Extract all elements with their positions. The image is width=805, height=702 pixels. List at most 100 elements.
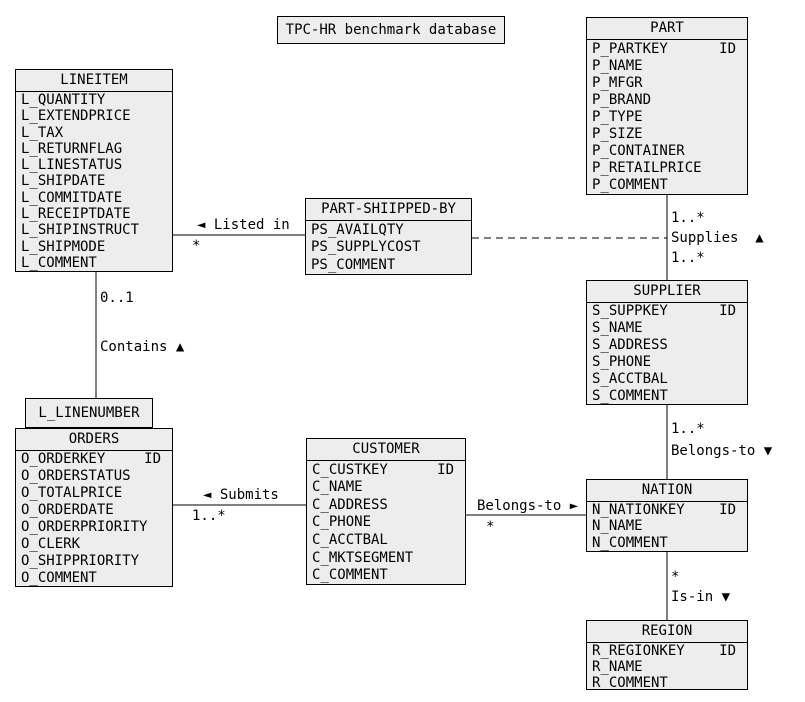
primary-key-tag: ID [719, 643, 736, 659]
attribute-row-key: R_REGIONKEY ID [587, 643, 747, 659]
attribute-row: C_ACCTBAL [312, 532, 388, 549]
primary-key-tag: ID [719, 40, 736, 57]
relationship-label-belongs-to-supplier: Belongs-to ▼ [671, 443, 773, 459]
attribute-row: O_CLERK [21, 535, 81, 552]
attribute-row: P_MFGR [592, 74, 643, 91]
attribute-row: O_TOTALPRICE [21, 485, 123, 502]
diagram-title: TPC-HR benchmark database [277, 16, 505, 44]
attribute-row: R_COMMENT [592, 675, 668, 690]
attribute-row: L_QUANTITY [21, 92, 106, 109]
attribute-name: O_ORDERKEY [21, 451, 106, 468]
attribute-row-key: S_SUPPKEY ID [587, 303, 747, 319]
attribute-row: O_ORDERDATE [21, 502, 114, 519]
attribute-row: R_NAME [592, 659, 643, 675]
entity-part-attributes: P_PARTKEY ID P_NAME P_MFGR P_BRAND P_TYP… [587, 40, 747, 194]
attribute-row: C_COMMENT [312, 567, 388, 584]
entity-part-title: PART [587, 18, 747, 40]
attribute-row: P_CONTAINER [592, 143, 685, 160]
attribute-row: P_RETAILPRICE [592, 160, 702, 177]
relationship-label-listed-in: ◄ Listed in [197, 217, 290, 233]
relationship-label-submits: ◄ Submits [203, 487, 279, 503]
attribute-row: L_LINESTATUS [21, 157, 123, 174]
entity-region-attributes: R_REGIONKEY ID R_NAME R_COMMENT [587, 643, 747, 689]
attribute-row: N_NAME [592, 518, 643, 535]
attribute-name: P_PARTKEY [592, 40, 668, 57]
attribute-row: L_RETURNFLAG [21, 140, 123, 157]
attribute-row: C_NAME [312, 479, 363, 496]
primary-key-tag: ID [719, 502, 736, 519]
primary-key-tag: ID [719, 303, 736, 320]
attribute-row: P_SIZE [592, 126, 643, 143]
attribute-row-key: N_NATIONKEY ID [587, 502, 747, 518]
attribute-row: O_ORDERSTATUS [21, 468, 131, 485]
multiplicity-is-in: * [671, 569, 680, 585]
entity-customer: CUSTOMER C_CUSTKEY ID C_NAME C_ADDRESS C… [306, 438, 466, 585]
entity-part-shipped-by-title: PART-SHIIPPED-BY [306, 199, 471, 221]
entity-region-title: REGION [587, 621, 747, 643]
attribute-row: L_COMMENT [21, 254, 97, 271]
entity-region: REGION R_REGIONKEY ID R_NAME R_COMMENT [586, 620, 748, 690]
multiplicity-listed-in: * [192, 238, 201, 254]
attribute-row-key: O_ORDERKEY ID [16, 451, 172, 467]
entity-supplier-title: SUPPLIER [587, 281, 747, 303]
entity-customer-attributes: C_CUSTKEY ID C_NAME C_ADDRESS C_PHONE C_… [307, 461, 465, 584]
attribute-row: O_SHIPPRIORITY [21, 552, 140, 569]
entity-nation-attributes: N_NATIONKEY ID N_NAME N_COMMENT [587, 502, 747, 551]
entity-orders: ORDERS O_ORDERKEY ID O_ORDERSTATUS O_TOT… [15, 428, 173, 587]
multiplicity-supplies-supplier: 1..* [671, 250, 705, 266]
attribute-row: L_COMMITDATE [21, 189, 123, 206]
attribute-row: C_ADDRESS [312, 496, 388, 513]
entity-part-shipped-by: PART-SHIIPPED-BY PS_AVAILQTY PS_SUPPLYCO… [305, 198, 472, 275]
attribute-row: O_COMMENT [21, 569, 97, 586]
relationship-label-belongs-to-customer: Belongs-to ► [477, 498, 579, 514]
entity-orders-title: ORDERS [16, 429, 172, 451]
attribute-row: P_TYPE [592, 108, 643, 125]
multiplicity-submits: 1..* [192, 508, 226, 524]
attribute-row: PS_COMMENT [311, 257, 396, 274]
attribute-row: P_BRAND [592, 91, 652, 108]
attribute-row: PS_AVAILQTY [311, 221, 404, 238]
attribute-row: L_SHIPMODE [21, 238, 106, 255]
multiplicity-supplies-part: 1..* [671, 210, 705, 226]
attribute-row-key: P_PARTKEY ID [587, 41, 747, 57]
attribute-row: S_ADDRESS [592, 337, 668, 354]
attribute-row: C_MKTSEGMENT [312, 549, 414, 566]
relationship-label-is-in: Is-in ▼ [671, 589, 731, 605]
entity-part: PART P_PARTKEY ID P_NAME P_MFGR P_BRAND … [586, 17, 748, 195]
attribute-row: L_SHIPDATE [21, 173, 106, 190]
attribute-row: PS_SUPPLYCOST [311, 239, 421, 256]
entity-customer-title: CUSTOMER [307, 439, 465, 461]
attribute-row: O_ORDERPRIORITY [21, 518, 148, 535]
entity-nation-title: NATION [587, 480, 747, 502]
attribute-name: C_CUSTKEY [312, 461, 388, 478]
entity-part-shipped-by-attributes: PS_AVAILQTY PS_SUPPLYCOST PS_COMMENT [306, 221, 471, 274]
multiplicity-contains: 0..1 [100, 290, 134, 306]
multiplicity-belongs-to-customer: * [486, 519, 495, 535]
attribute-row: P_COMMENT [592, 177, 668, 194]
multiplicity-belongs-to-supplier: 1..* [671, 421, 705, 437]
entity-nation: NATION N_NATIONKEY ID N_NAME N_COMMENT [586, 479, 748, 552]
attribute-row: S_PHONE [592, 353, 652, 370]
entity-orders-attributes: O_ORDERKEY ID O_ORDERSTATUS O_TOTALPRICE… [16, 451, 172, 586]
attribute-row: P_NAME [592, 57, 643, 74]
attribute-row-key: C_CUSTKEY ID [307, 462, 465, 478]
attribute-row: C_PHONE [312, 514, 372, 531]
attribute-row: S_NAME [592, 320, 643, 337]
attribute-row: L_SHIPINSTRUCT [21, 222, 140, 239]
association-box-llinenumber: L_LINENUMBER [25, 398, 153, 428]
relationship-label-supplies: Supplies ▲ [671, 230, 764, 246]
primary-key-tag: ID [437, 461, 454, 478]
attribute-row: L_EXTENDPRICE [21, 108, 131, 125]
attribute-name: N_NATIONKEY [592, 502, 685, 519]
entity-supplier: SUPPLIER S_SUPPKEY ID S_NAME S_ADDRESS S… [586, 280, 748, 405]
attribute-name: R_REGIONKEY [592, 643, 685, 659]
entity-lineitem: LINEITEM L_QUANTITY L_EXTENDPRICE L_TAX … [15, 69, 173, 272]
primary-key-tag: ID [144, 451, 161, 468]
attribute-name: S_SUPPKEY [592, 303, 668, 320]
relationship-label-contains: Contains ▲ [100, 339, 185, 355]
entity-lineitem-attributes: L_QUANTITY L_EXTENDPRICE L_TAX L_RETURNF… [16, 92, 172, 271]
attribute-row: S_COMMENT [592, 387, 668, 404]
attribute-row: L_RECEIPTDATE [21, 205, 131, 222]
